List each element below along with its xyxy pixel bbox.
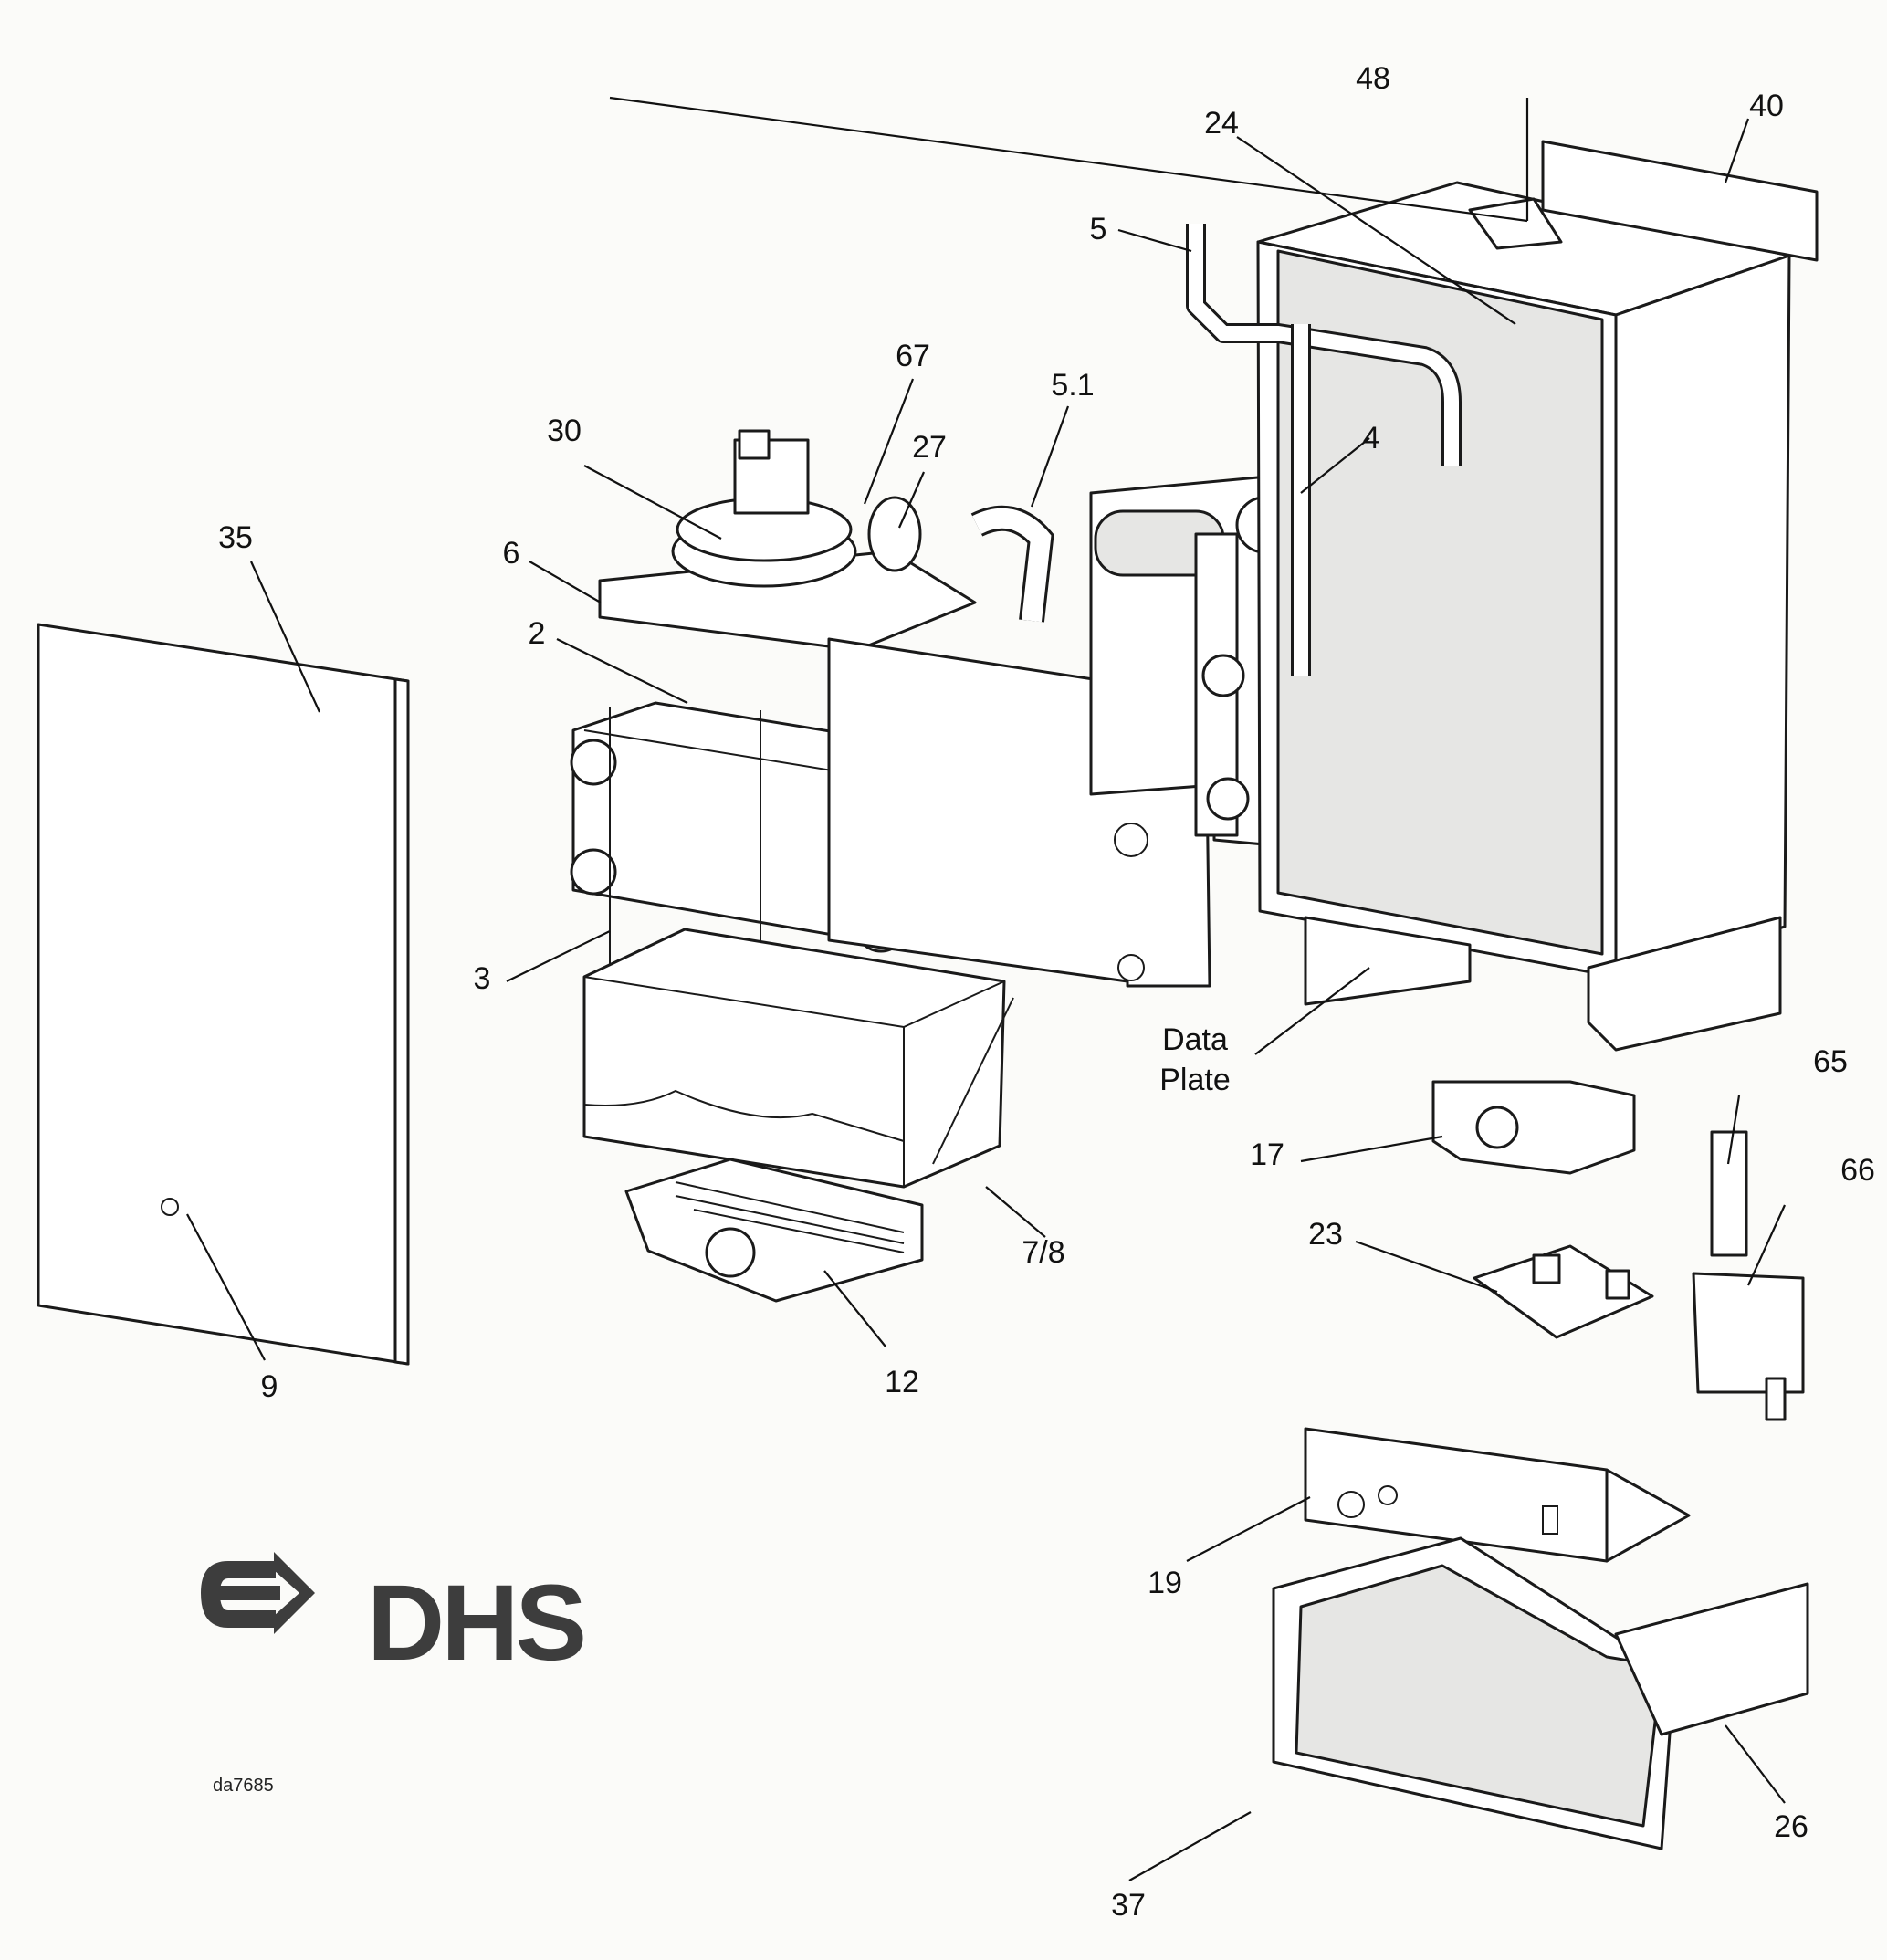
drawing-reference: da7685 [213,1776,274,1796]
label-4: 4 [1363,421,1380,456]
label-35: 35 [218,520,253,555]
label-30: 30 [547,414,582,448]
label-37: 37 [1111,1888,1146,1923]
burner [624,1158,924,1303]
label-40: 40 [1749,89,1784,123]
label-17: 17 [1250,1137,1284,1172]
lower-tray [1272,1536,1809,1850]
label-5: 5 [1090,212,1107,246]
label-2: 2 [529,616,546,651]
brand-text: DHS [367,1563,583,1683]
label-67: 67 [896,339,930,373]
control-panel [1304,1427,1691,1563]
label-data-plate-line2: Plate [1159,1063,1231,1097]
label-27: 27 [912,430,947,465]
label-3: 3 [474,961,491,996]
fan-assembly [598,429,977,652]
label-19: 19 [1148,1566,1182,1600]
label-26: 26 [1774,1809,1808,1844]
label-65: 65 [1813,1044,1848,1079]
label-24: 24 [1204,106,1239,141]
dhs-logo: DHS [201,1552,587,1683]
front-panel [37,623,410,1366]
label-12: 12 [885,1365,919,1399]
combustion-box [582,928,1014,1189]
label-9: 9 [261,1369,278,1404]
transformer [1692,1130,1805,1421]
label-48: 48 [1356,61,1390,96]
pipe-5-1 [970,505,1054,623]
leader-lines [186,96,1787,1881]
label-data-plate-line1: Data [1162,1022,1228,1057]
part-labels: 48 40 24 5 67 5.1 30 27 4 35 6 2 3 Data … [218,61,1875,1923]
label-66: 66 [1840,1153,1875,1188]
pcb [1473,1244,1654,1339]
pipe-5 [1186,224,1462,676]
label-7-8: 7/8 [1022,1235,1064,1270]
boiler-casing [1256,140,1819,1052]
label-23: 23 [1308,1217,1343,1252]
label-5-1: 5.1 [1051,368,1094,403]
label-6: 6 [503,536,520,571]
gas-valve [1431,1080,1636,1175]
